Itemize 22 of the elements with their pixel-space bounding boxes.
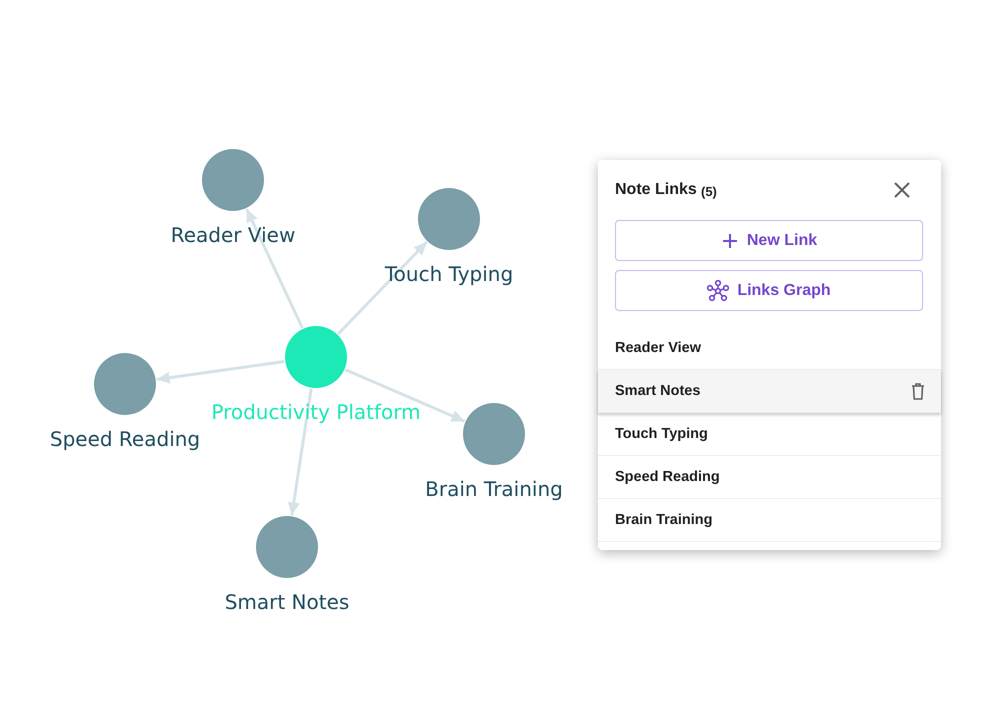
- links-panel: [598, 160, 941, 550]
- row-label: Touch Typing: [615, 426, 708, 442]
- new-link-button: New Link: [615, 220, 923, 261]
- selected-list-row: [598, 370, 941, 413]
- row-label: Smart Notes: [615, 383, 700, 399]
- links-graph-button: Links Graph: [615, 270, 923, 311]
- node-label: Speed Reading: [50, 427, 200, 451]
- node-label: Touch Typing: [384, 262, 514, 286]
- node-label: Brain Training: [425, 477, 563, 501]
- row-label: Speed Reading: [615, 469, 720, 485]
- node-label: Smart Notes: [224, 590, 350, 614]
- count-label: (5): [701, 184, 717, 199]
- arrow: [337, 240, 428, 336]
- node-label: Reader View: [170, 223, 296, 247]
- arrow: [288, 388, 313, 516]
- row-label: Reader View: [615, 340, 701, 356]
- arrow: [344, 368, 466, 423]
- panel-title: Note Links: [615, 181, 697, 199]
- arrow: [245, 208, 304, 329]
- node-label: Productivity Platform: [211, 400, 421, 424]
- arrow: [156, 360, 285, 384]
- row-label: Brain Training: [615, 512, 712, 528]
